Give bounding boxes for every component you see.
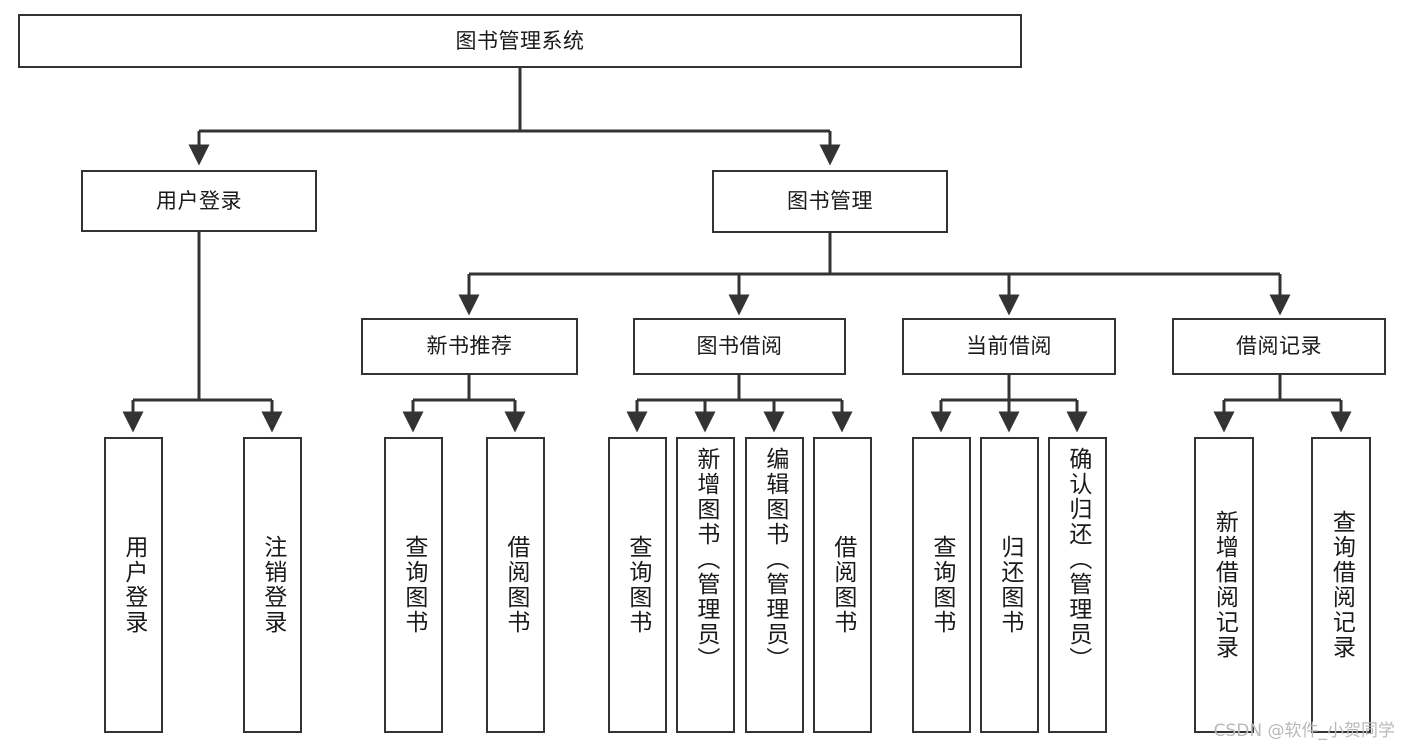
- node-leaf-user-login-login[interactable]: 用户登录: [104, 437, 163, 733]
- node-label: 新书推荐: [426, 334, 513, 359]
- node-label: 查询图书: [400, 535, 427, 635]
- node-leaf-new-book-query-book[interactable]: 查询图书: [384, 437, 443, 733]
- node-label: 用户登录: [120, 535, 147, 635]
- node-label: 新增借阅记录: [1211, 510, 1238, 660]
- node-label: 图书借阅: [696, 334, 783, 359]
- csdn-watermark: CSDN @软件_小贺同学: [1213, 721, 1395, 741]
- node-book-borrow[interactable]: 图书借阅: [633, 318, 846, 375]
- node-leaf-book-borrow-query-book[interactable]: 查询图书: [608, 437, 667, 733]
- node-label: 借阅图书: [502, 535, 529, 635]
- node-book-management[interactable]: 图书管理: [712, 170, 948, 233]
- node-leaf-borrow-record-add-record[interactable]: 新增借阅记录: [1194, 437, 1254, 733]
- node-current-borrow[interactable]: 当前借阅: [902, 318, 1116, 375]
- node-leaf-current-borrow-confirm-return-admin[interactable]: 确认归还（管理员）: [1048, 437, 1107, 733]
- node-leaf-current-borrow-return-book[interactable]: 归还图书: [980, 437, 1039, 733]
- node-leaf-current-borrow-query-book[interactable]: 查询图书: [912, 437, 971, 733]
- node-label: 确认归还（管理员）: [1064, 447, 1091, 672]
- node-label: 查询借阅记录: [1328, 510, 1355, 660]
- node-label: 借阅记录: [1236, 334, 1322, 359]
- node-label: 注销登录: [259, 535, 286, 635]
- node-label: 图书管理系统: [455, 28, 585, 53]
- node-label: 用户登录: [156, 188, 242, 213]
- node-label: 当前借阅: [966, 334, 1052, 359]
- node-label: 查询图书: [624, 535, 651, 635]
- node-user-login[interactable]: 用户登录: [81, 170, 317, 232]
- node-leaf-user-login-logout[interactable]: 注销登录: [243, 437, 302, 733]
- node-root-book-management-system[interactable]: 图书管理系统: [18, 14, 1022, 68]
- node-leaf-book-borrow-edit-book-admin[interactable]: 编辑图书（管理员）: [745, 437, 804, 733]
- node-label: 查询图书: [928, 535, 955, 635]
- node-leaf-new-book-borrow-book[interactable]: 借阅图书: [486, 437, 545, 733]
- node-borrow-record[interactable]: 借阅记录: [1172, 318, 1386, 375]
- node-label: 借阅图书: [829, 535, 856, 635]
- node-label: 编辑图书（管理员）: [761, 447, 788, 672]
- node-leaf-book-borrow-add-book-admin[interactable]: 新增图书（管理员）: [676, 437, 735, 733]
- node-label: 新增图书（管理员）: [692, 447, 719, 672]
- node-label: 图书管理: [787, 189, 873, 214]
- node-label: 归还图书: [996, 535, 1023, 635]
- node-leaf-book-borrow-borrow-book[interactable]: 借阅图书: [813, 437, 872, 733]
- node-new-book-recommend[interactable]: 新书推荐: [361, 318, 578, 375]
- node-leaf-borrow-record-query-record[interactable]: 查询借阅记录: [1311, 437, 1371, 733]
